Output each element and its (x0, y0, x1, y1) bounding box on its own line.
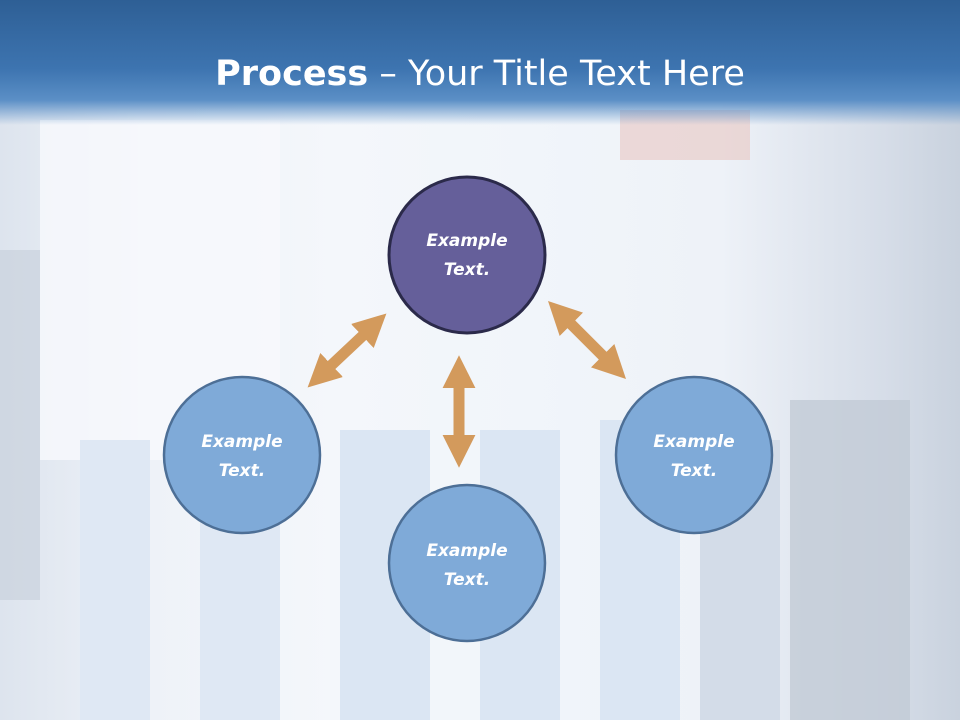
double-arrow-left (307, 313, 387, 388)
node-top-line2: Text. (444, 260, 490, 280)
node-top-line1: Example (426, 231, 507, 251)
slide-title: Process – Your Title Text Here (0, 52, 960, 96)
node-right-line1: Example (653, 432, 734, 452)
node-left[interactable]: Example Text. (162, 375, 322, 535)
node-right-line2: Text. (671, 461, 717, 481)
node-top[interactable]: Example Text. (387, 175, 547, 335)
node-left-line2: Text. (219, 461, 265, 481)
node-right[interactable]: Example Text. (614, 375, 774, 535)
title-bold: Process (215, 54, 369, 94)
node-bottom-line1: Example (426, 541, 507, 561)
node-left-line1: Example (201, 432, 282, 452)
double-arrow-right (547, 300, 627, 380)
node-bottom[interactable]: Example Text. (387, 483, 547, 643)
title-bar (0, 0, 960, 125)
title-rest: – Your Title Text Here (368, 54, 745, 94)
node-bottom-line2: Text. (444, 570, 490, 590)
